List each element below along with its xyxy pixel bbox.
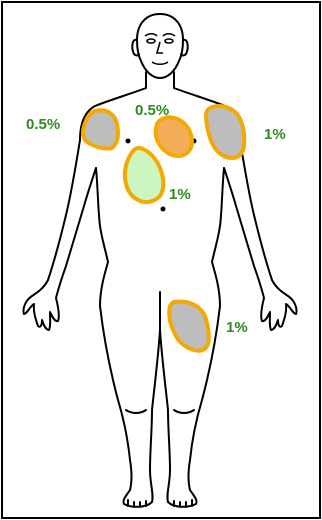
knee-left-line <box>126 410 146 413</box>
knee-right-line <box>174 410 194 413</box>
head-outline <box>137 14 183 78</box>
label-abdomen-percent: 1% <box>169 186 191 203</box>
eyebrow-left <box>145 34 157 36</box>
arm-left-inner-outline <box>96 168 100 226</box>
label-upper-chest-percent: 0.5% <box>135 102 169 119</box>
burn-area-thigh[interactable] <box>169 302 209 351</box>
arm-right-inner-outline <box>220 168 224 226</box>
face-features <box>145 34 175 65</box>
eye-left <box>147 39 155 43</box>
label-right-shoulder-percent: 0.5% <box>26 116 60 133</box>
burn-area-left-shoulder[interactable] <box>206 106 244 158</box>
torso-right-outline <box>212 226 220 306</box>
label-left-shoulder-percent: 1% <box>264 126 286 143</box>
leg-left-outline <box>100 306 160 507</box>
torso-left-outline <box>100 226 108 306</box>
navel <box>161 207 165 211</box>
arm-left-outline <box>23 140 96 330</box>
burn-area-abdomen[interactable] <box>125 148 164 202</box>
eye-right <box>165 39 173 43</box>
nipple-left <box>126 139 130 143</box>
burn-area-right-shoulder[interactable] <box>83 110 118 148</box>
mouth <box>152 62 168 64</box>
body-outline <box>23 14 296 507</box>
label-thigh-percent: 1% <box>226 319 248 336</box>
eyebrow-right <box>163 34 175 36</box>
burn-area-upper-chest[interactable] <box>156 117 192 156</box>
arm-right-outline <box>224 140 297 330</box>
nose <box>157 42 163 53</box>
